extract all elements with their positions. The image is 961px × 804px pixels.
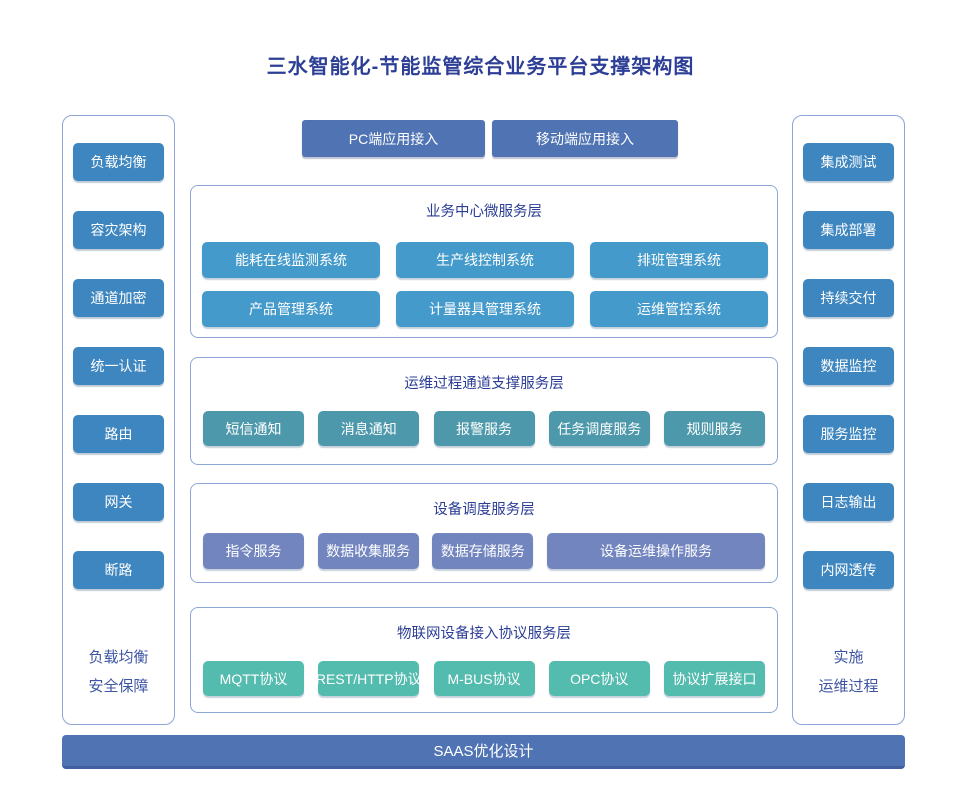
page-title: 三水智能化-节能监管综合业务平台支撑架构图 (266, 56, 695, 78)
node-task-scheduling-service: 任务调度服务 (548, 411, 650, 446)
node-device-ops-operation-service: 设备运维操作服务 (546, 533, 765, 569)
node-load-balancing: 负载均衡 (73, 143, 164, 181)
layer-business-microservices-grid: 能耗在线监测系统 生产线控制系统 排班管理系统 产品管理系统 计量器具管理系统 … (202, 242, 777, 327)
node-message-notification: 消息通知 (318, 411, 420, 446)
node-channel-encryption: 通道加密 (73, 279, 164, 317)
layer-iot-protocols-row: MQTT协议 REST/HTTP协议 M-BUS协议 OPC协议 协议扩展接口 (191, 661, 777, 696)
node-energy-monitoring-system: 能耗在线监测系统 (202, 242, 380, 278)
layer-iot-protocols: 物联网设备接入协议服务层 MQTT协议 REST/HTTP协议 M-BUS协议 … (190, 607, 778, 713)
left-panel-load-balancing: 负载均衡 容灾架构 通道加密 统一认证 路由 网关 断路 负载均衡 安全保障 (62, 115, 175, 725)
node-shift-management-system: 排班管理系统 (590, 242, 768, 278)
node-protocol-extension-interface: 协议扩展接口 (664, 661, 765, 696)
right-panel-caption-line1: 实施 (833, 649, 864, 666)
layer-iot-protocols-title: 物联网设备接入协议服务层 (397, 626, 571, 642)
layer-ops-channel-support-row: 短信通知 消息通知 报警服务 任务调度服务 规则服务 (191, 411, 777, 446)
node-sms-notification: 短信通知 (203, 411, 304, 446)
node-data-monitoring: 数据监控 (803, 347, 894, 385)
node-product-management-system: 产品管理系统 (202, 291, 380, 327)
layer-ops-channel-support: 运维过程通道支撑服务层 短信通知 消息通知 报警服务 任务调度服务 规则服务 (190, 357, 778, 465)
left-panel-caption: 负载均衡 安全保障 (88, 643, 148, 702)
right-panel-caption: 实施 运维过程 (818, 643, 878, 702)
node-log-output: 日志输出 (803, 483, 894, 521)
layer-ops-channel-support-title: 运维过程通道支撑服务层 (404, 376, 564, 392)
node-continuous-delivery: 持续交付 (803, 279, 894, 317)
node-data-storage-service: 数据存储服务 (432, 533, 534, 569)
node-rest-http-protocol: REST/HTTP协议 (316, 661, 422, 696)
node-service-monitoring: 服务监控 (803, 415, 894, 453)
node-mobile-access: 移动端应用接入 (492, 120, 678, 157)
node-mqtt-protocol: MQTT协议 (203, 661, 304, 696)
node-metering-instrument-system: 计量器具管理系统 (396, 291, 574, 327)
node-data-collection-service: 数据收集服务 (317, 533, 419, 569)
layer-device-scheduling-row: 指令服务 数据收集服务 数据存储服务 设备运维操作服务 (191, 533, 777, 569)
node-command-service: 指令服务 (203, 533, 304, 569)
right-panel-devops: 集成测试 集成部署 持续交付 数据监控 服务监控 日志输出 内网透传 实施 运维… (792, 115, 905, 725)
node-circuit-breaker: 断路 (73, 551, 164, 589)
left-panel-caption-line2: 安全保障 (88, 678, 149, 696)
node-ops-control-system: 运维管控系统 (590, 291, 768, 327)
layer-business-microservices-title: 业务中心微服务层 (426, 204, 542, 220)
node-integration-deployment: 集成部署 (803, 211, 894, 249)
node-production-line-control-system: 生产线控制系统 (396, 242, 574, 278)
node-intranet-passthrough: 内网透传 (803, 551, 894, 589)
node-routing: 路由 (73, 415, 164, 453)
node-opc-protocol: OPC协议 (548, 661, 650, 696)
node-saas-optimization: SAAS优化设计 (62, 735, 905, 769)
node-disaster-recovery: 容灾架构 (73, 211, 164, 249)
layer-business-microservices: 业务中心微服务层 能耗在线监测系统 生产线控制系统 排班管理系统 产品管理系统 … (190, 185, 778, 338)
left-panel-caption-line1: 负载均衡 (88, 649, 149, 666)
node-rule-service: 规则服务 (664, 411, 765, 446)
layer-device-scheduling: 设备调度服务层 指令服务 数据收集服务 数据存储服务 设备运维操作服务 (190, 483, 778, 583)
application-access-row: PC端应用接入 移动端应用接入 (302, 120, 678, 157)
layer-device-scheduling-title: 设备调度服务层 (433, 502, 535, 518)
node-mbus-protocol: M-BUS协议 (433, 661, 535, 696)
node-alarm-service: 报警服务 (433, 411, 535, 446)
node-gateway: 网关 (73, 483, 164, 521)
right-panel-caption-line2: 运维过程 (818, 678, 879, 696)
node-unified-auth: 统一认证 (73, 347, 164, 385)
node-pc-access: PC端应用接入 (302, 120, 485, 157)
node-integration-testing: 集成测试 (803, 143, 894, 181)
